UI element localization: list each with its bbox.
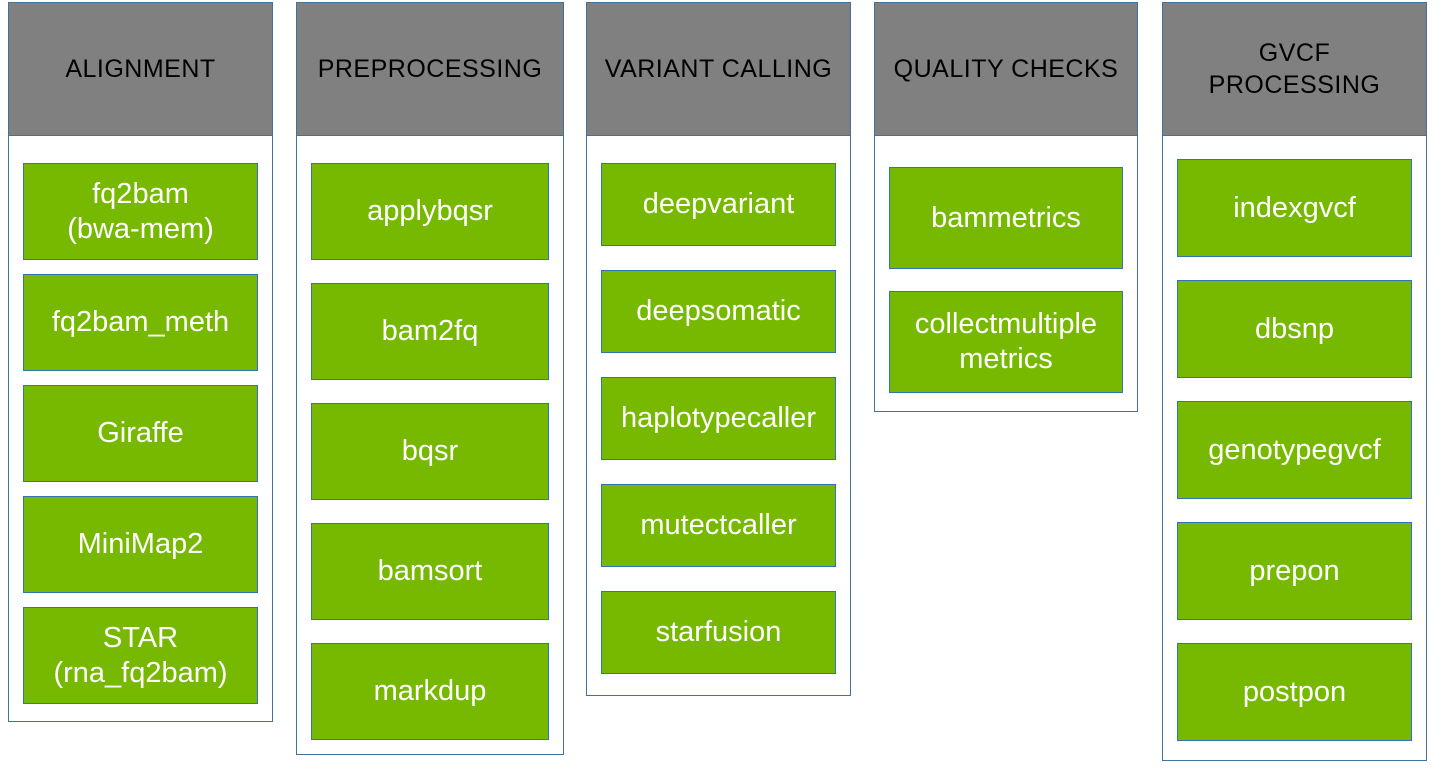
tool-fq2bam-meth: fq2bam_meth xyxy=(23,274,258,371)
column-quality-checks: QUALITY CHECKS bammetrics collectmultiple … xyxy=(874,2,1138,412)
tool-prepon: prepon xyxy=(1177,522,1412,620)
tool-indexgvcf: indexgvcf xyxy=(1177,159,1412,257)
tool-minimap2: MiniMap2 xyxy=(23,496,258,593)
tool-deepvariant: deepvariant xyxy=(601,163,836,246)
column-header-gvcf-processing: GVCF PROCESSING xyxy=(1162,2,1427,136)
column-header-variant-calling: VARIANT CALLING xyxy=(586,2,851,136)
column-variant-calling: VARIANT CALLING deepvariant deepsomatic hap… xyxy=(586,2,851,696)
tool-postpon: postpon xyxy=(1177,643,1412,741)
tool-bammetrics: bammetrics xyxy=(889,167,1123,269)
tool-dbsnp: dbsnp xyxy=(1177,280,1412,378)
tool-bqsr: bqsr xyxy=(311,403,549,500)
tool-applybqsr: applybqsr xyxy=(311,163,549,260)
tool-bamsort: bamsort xyxy=(311,523,549,620)
tool-bam2fq: bam2fq xyxy=(311,283,549,380)
tool-markdup: markdup xyxy=(311,643,549,740)
tool-genotypegvcf: genotypegvcf xyxy=(1177,401,1412,499)
column-header-alignment: ALIGNMENT xyxy=(8,2,273,136)
tool-haplotypecaller: haplotypecaller xyxy=(601,377,836,460)
tool-deepsomatic: deepsomatic xyxy=(601,270,836,353)
column-header-preprocessing: PREPROCESSING xyxy=(296,2,564,136)
tool-star-rna-fq2bam: STAR (rna_fq2bam) xyxy=(23,607,258,704)
tool-giraffe: Giraffe xyxy=(23,385,258,482)
tool-starfusion: starfusion xyxy=(601,591,836,674)
tool-collectmultiple-metrics: collectmultiple metrics xyxy=(889,291,1123,393)
column-preprocessing: PREPROCESSING applybqsr bam2fq bqsr bamsort m… xyxy=(296,2,564,755)
column-gvcf-processing: GVCF PROCESSING indexgvcf dbsnp genotypegvc… xyxy=(1162,2,1427,761)
tool-fq2bam-bwa-mem: fq2bam (bwa-mem) xyxy=(23,163,258,260)
column-header-quality-checks: QUALITY CHECKS xyxy=(874,2,1138,136)
tool-mutectcaller: mutectcaller xyxy=(601,484,836,567)
